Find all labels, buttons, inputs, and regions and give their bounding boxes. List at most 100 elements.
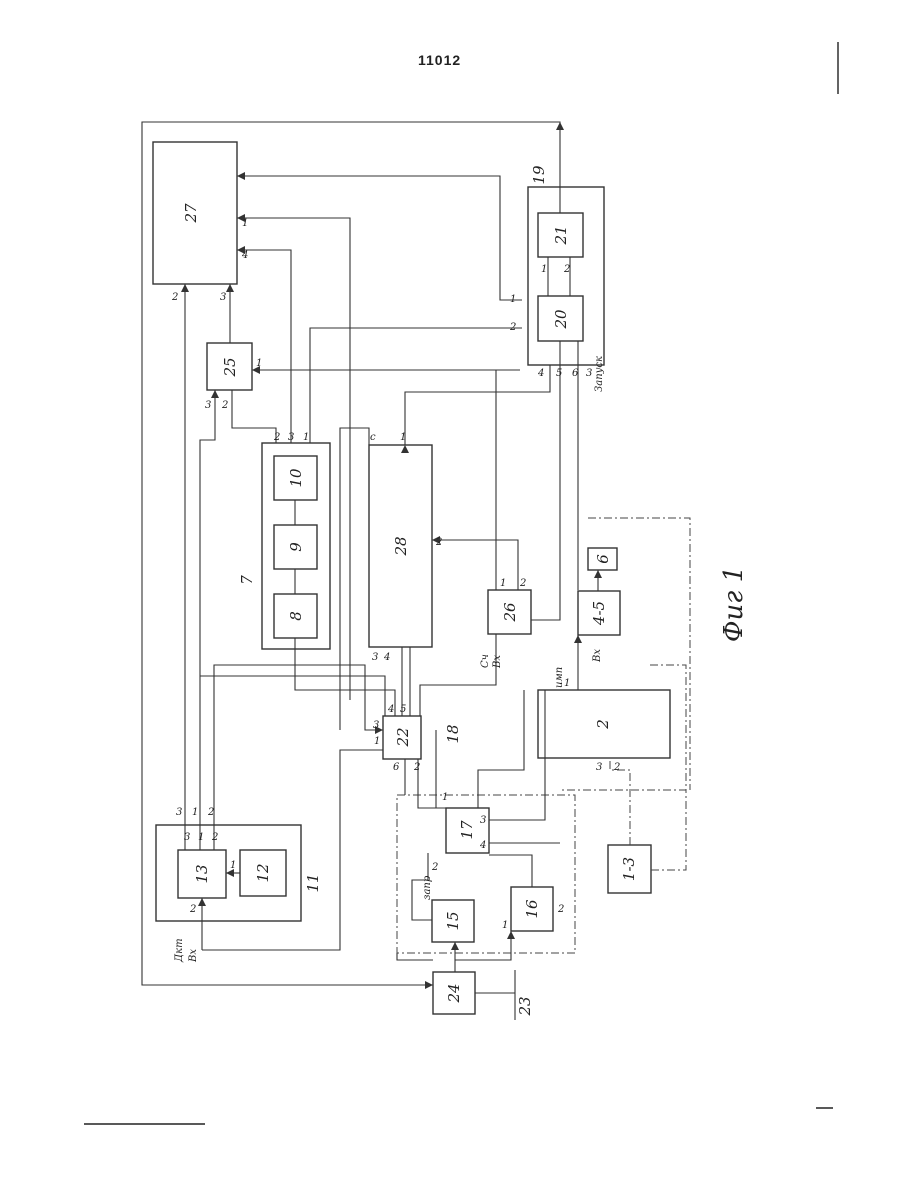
arrow: [556, 122, 564, 130]
label-24: 24: [445, 983, 463, 1003]
pin-20-4: 4: [537, 368, 544, 379]
pin-2-3: 3: [596, 762, 602, 773]
signal-vx-45: Вх: [592, 649, 603, 663]
arrow: [574, 635, 582, 643]
pin-2-2: 2: [613, 762, 620, 773]
arrow: [507, 931, 515, 939]
pin-20-6: 6: [572, 368, 579, 379]
pin-27-2: 2: [171, 292, 178, 303]
label-10: 10: [287, 468, 305, 488]
pin-26-1: 1: [500, 578, 506, 589]
label-4-5: 4-5: [590, 601, 608, 626]
pin-28-1: 1: [400, 432, 406, 443]
pin-22-2: 2: [413, 762, 420, 773]
label-22: 22: [394, 727, 412, 747]
pin-22-4: 4: [387, 704, 394, 715]
signal-sch: Сч: [480, 654, 491, 668]
pin-21-1: 1: [541, 264, 547, 275]
label-21: 21: [552, 225, 570, 245]
pin-20-3: 3: [586, 368, 592, 379]
label-23: 23: [516, 996, 534, 1016]
wire-17-up: [478, 690, 524, 808]
arrow: [211, 390, 219, 398]
label-19: 19: [530, 165, 548, 185]
wire-17-2: [489, 690, 545, 820]
label-7: 7: [238, 575, 256, 585]
wire-28-20: [405, 365, 550, 445]
pin-13-in-2: 2: [189, 904, 196, 915]
signal-dkt: Дкт: [174, 938, 185, 963]
pin-28-c: с: [370, 432, 376, 443]
pin-16-2: 2: [557, 904, 564, 915]
pin-11-1: 1: [192, 807, 198, 818]
arrow: [237, 172, 245, 180]
wire-24-16: [455, 931, 511, 960]
pin-12-1: 1: [230, 860, 236, 871]
pin-13-3: 3: [184, 832, 190, 843]
signal-vx-13: Вх: [188, 949, 199, 963]
pin-10-2: 2: [273, 432, 280, 443]
label-18: 18: [444, 724, 462, 743]
pin-11-3: 3: [176, 807, 182, 818]
label-6: 6: [594, 554, 612, 564]
pin-20-2: 2: [509, 322, 516, 333]
pin-17-1: 1: [442, 792, 448, 803]
pin-27-1: 1: [242, 218, 248, 229]
signal-imp: имп: [554, 667, 565, 688]
label-13: 13: [193, 864, 211, 883]
pin-17-4: 4: [479, 840, 486, 851]
label-27: 27: [182, 203, 200, 224]
wire-20-10: [310, 328, 522, 443]
wire-in-22: [202, 750, 383, 950]
label-20: 20: [552, 309, 570, 330]
wire-13-25: [200, 390, 215, 850]
dash-2: [560, 665, 686, 790]
pin-28-2: 2: [435, 537, 442, 548]
pin-10-1: 1: [303, 432, 309, 443]
pin-20-5: 5: [556, 368, 562, 379]
pin-25-2: 2: [221, 400, 228, 411]
label-8: 8: [287, 611, 305, 621]
wire-20-26b: [531, 341, 560, 620]
label-25: 25: [221, 357, 239, 377]
label-17: 17: [458, 820, 476, 840]
arrow: [594, 570, 602, 578]
arrow: [401, 445, 409, 453]
arrow: [451, 942, 459, 950]
wire-16-17: [489, 855, 532, 887]
pin-27-4: 4: [241, 250, 248, 261]
arrow: [226, 284, 234, 292]
pin-13-1: 1: [198, 832, 204, 843]
label-15: 15: [444, 911, 462, 930]
dash-13-right: [651, 790, 686, 870]
pin-22-5: 5: [400, 704, 406, 715]
arrow: [425, 981, 433, 989]
pin-20-1: 1: [510, 294, 516, 305]
wire-22-8: [295, 638, 395, 716]
pin-22-1: 1: [374, 736, 380, 747]
label-28: 28: [392, 536, 410, 556]
pin-25-1: 1: [256, 358, 262, 369]
pin-21-2: 2: [563, 264, 570, 275]
pin-22-3: 3: [373, 720, 379, 731]
figure-caption: Фиг 1: [719, 566, 749, 642]
pin-13-2: 2: [211, 832, 218, 843]
wire-22-bus: [200, 676, 385, 716]
pin-26-2: 2: [519, 578, 526, 589]
pin-28-4: 4: [383, 652, 390, 663]
wire-15-bottom: [397, 953, 433, 960]
arrow: [198, 898, 206, 906]
label-2: 2: [594, 719, 612, 730]
label-1-3: 1-3: [620, 857, 638, 881]
pin-17-2: 2: [431, 862, 438, 873]
wire-11-22: [214, 665, 383, 850]
label-9: 9: [287, 542, 305, 552]
wire-10-25: [232, 390, 276, 443]
signal-vx-26: Вх: [492, 655, 503, 669]
pin-16-1: 1: [502, 920, 508, 931]
pin-10-3: 3: [288, 432, 294, 443]
pin-25-3: 3: [205, 400, 211, 411]
label-16: 16: [523, 899, 541, 919]
label-11: 11: [304, 873, 322, 892]
